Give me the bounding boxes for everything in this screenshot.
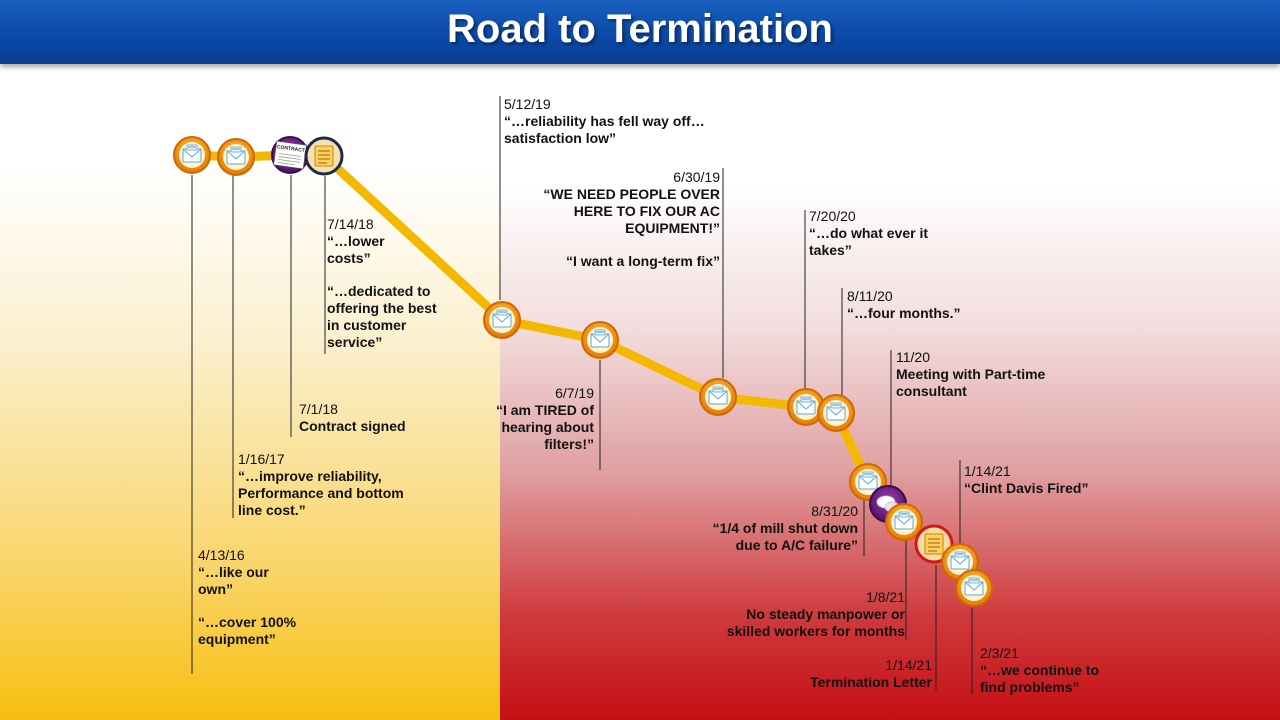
event-date: 7/20/20 <box>809 208 856 224</box>
event-label-1-14-21-fired: 1/14/21 “Clint Davis Fired” <box>964 463 1114 497</box>
event-label-4-13-16: 4/13/16 “…like our own” “…cover 100% equ… <box>198 547 298 648</box>
email-node <box>885 503 923 541</box>
event-quote: “…we continue to find problems” <box>980 662 1099 695</box>
event-quote: “1/4 of mill shut down due to A/C failur… <box>712 520 858 553</box>
email-node <box>173 136 211 174</box>
event-date: 7/1/18 <box>299 401 338 417</box>
page-title: Road to Termination <box>447 7 833 51</box>
contract-icon: CONTRACT <box>273 140 307 170</box>
document-icon <box>314 145 334 167</box>
event-label-11-20: 11/20 Meeting with Part-time consultant <box>896 349 1066 400</box>
event-date: 1/16/17 <box>238 451 285 467</box>
document-icon <box>924 533 944 555</box>
event-quote: “…lower costs” <box>327 233 385 266</box>
background-left-panel <box>0 64 500 720</box>
leader-lines <box>191 96 973 694</box>
email-node <box>699 378 737 416</box>
event-date: 5/12/19 <box>504 96 551 112</box>
event-label-1-14-21-termination: 1/14/21 Termination Letter <box>790 657 932 691</box>
event-quote: No steady manpower or skilled workers fo… <box>726 606 905 639</box>
event-date: 1/8/21 <box>866 589 905 605</box>
event-quote: “…four months.” <box>847 305 961 321</box>
contract-icon-text: CONTRACT <box>277 144 306 154</box>
event-date: 1/14/21 <box>964 463 1011 479</box>
event-quote: “…cover 100% equipment” <box>198 614 297 647</box>
event-label-5-12-19: 5/12/19 “…reliability has fell way off… … <box>504 96 724 147</box>
event-label-6-30-19: 6/30/19 “WE NEED PEOPLE OVER HERE TO FIX… <box>532 169 720 270</box>
email-node <box>581 321 619 359</box>
chat-icon <box>876 495 900 513</box>
event-date: 6/7/19 <box>555 385 594 401</box>
termination-letter-node <box>914 524 954 564</box>
event-quote: “…improve reliability, Performance and b… <box>238 468 404 518</box>
event-date: 7/14/18 <box>327 216 374 232</box>
event-quote: Contract signed <box>299 418 406 434</box>
event-label-1-16-17: 1/16/17 “…improve reliability, Performan… <box>238 451 408 519</box>
event-date: 6/30/19 <box>673 169 720 185</box>
document-node <box>304 136 344 176</box>
event-quote: “…like our own” <box>198 564 269 597</box>
event-quote: “I am TIRED of hearing about filters!” <box>495 402 594 452</box>
event-quote: “Clint Davis Fired” <box>964 480 1089 496</box>
email-node <box>217 138 255 176</box>
event-date: 11/20 <box>896 349 930 365</box>
event-date: 2/3/21 <box>980 645 1019 661</box>
background-right-panel <box>500 64 1280 720</box>
title-banner: Road to Termination <box>0 0 1280 64</box>
email-node <box>483 301 521 339</box>
event-label-8-11-20: 8/11/20 “…four months.” <box>847 288 977 322</box>
event-date: 8/11/20 <box>847 288 893 304</box>
contract-node: CONTRACT <box>271 136 309 174</box>
email-node <box>817 394 855 432</box>
event-label-7-14-18: 7/14/18 “…lower costs” “…dedicated to of… <box>327 216 437 351</box>
event-quote: Meeting with Part-time consultant <box>896 366 1046 399</box>
event-label-2-3-21: 2/3/21 “…we continue to find problems” <box>980 645 1120 696</box>
event-label-7-20-20: 7/20/20 “…do what ever it takes” <box>809 208 944 259</box>
event-date: 1/14/21 <box>885 657 932 673</box>
event-label-7-1-18: 7/1/18 Contract signed <box>299 401 429 435</box>
event-date: 8/31/20 <box>811 503 858 519</box>
event-quote: “…reliability has fell way off… satisfac… <box>504 113 705 146</box>
event-label-8-31-20: 8/31/20 “1/4 of mill shut down due to A/… <box>700 503 858 554</box>
email-node <box>787 388 825 426</box>
event-label-6-7-19: 6/7/19 “I am TIRED of hearing about filt… <box>490 385 594 453</box>
event-label-1-8-21: 1/8/21 No steady manpower or skilled wor… <box>712 589 905 640</box>
event-quote: “…do what ever it takes” <box>809 225 929 258</box>
event-quote: “…dedicated to offering the best in cust… <box>327 283 437 350</box>
event-quote: “WE NEED PEOPLE OVER HERE TO FIX OUR AC … <box>543 186 720 236</box>
email-node <box>955 569 993 607</box>
event-quote: “I want a long-term fix” <box>565 253 720 269</box>
event-quote: Termination Letter <box>810 674 932 690</box>
event-date: 4/13/16 <box>198 547 245 563</box>
